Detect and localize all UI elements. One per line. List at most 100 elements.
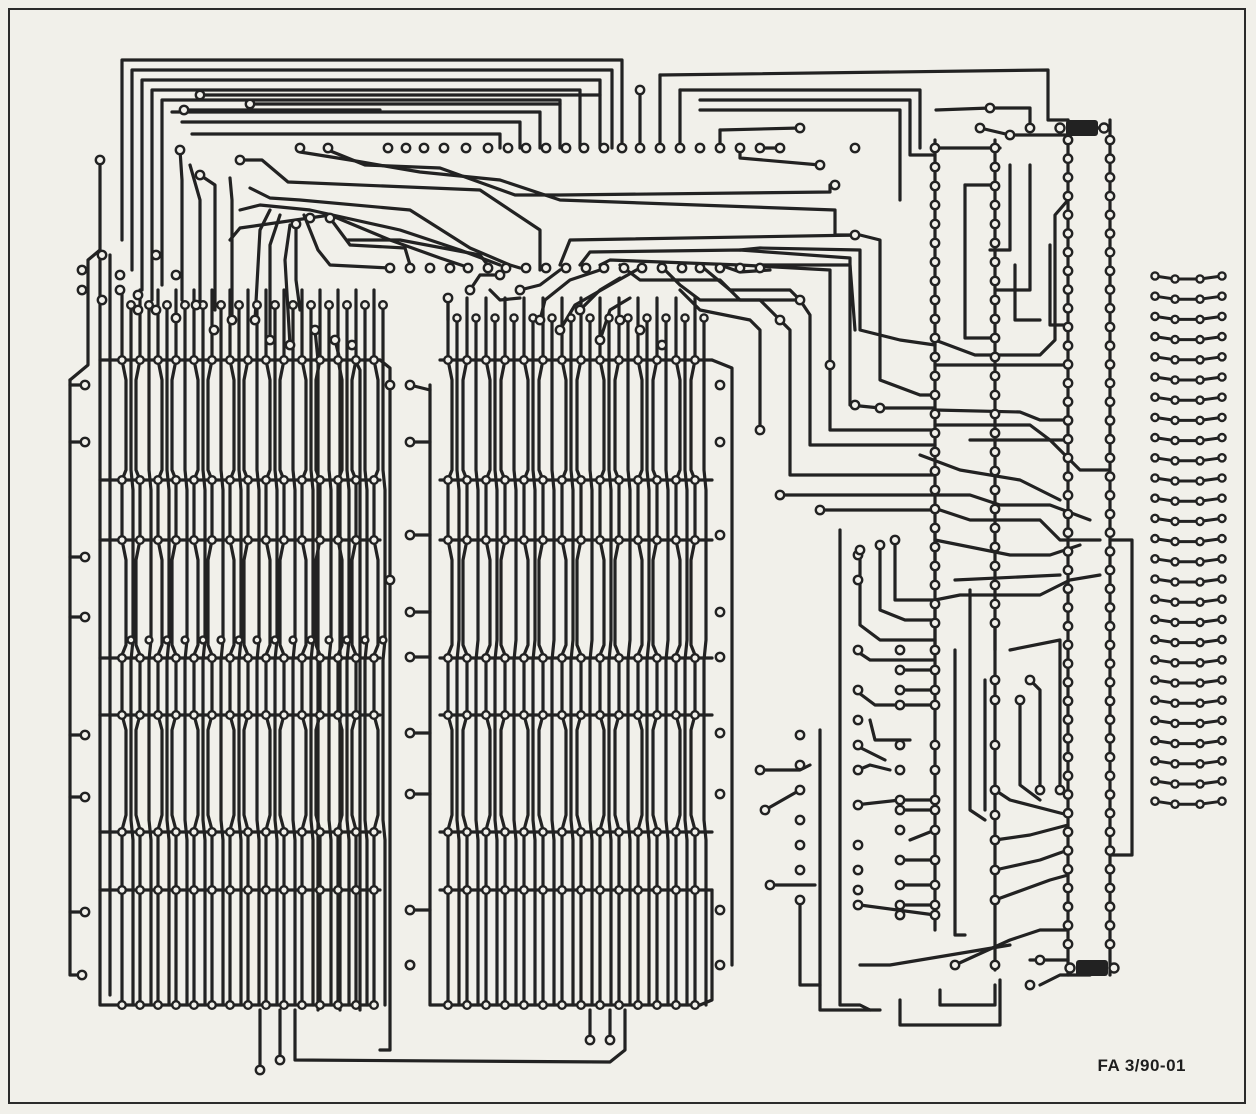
- pad-558: [1195, 334, 1205, 345]
- pad-212: [378, 635, 388, 645]
- pad-21: [694, 142, 706, 154]
- pad-427: [989, 351, 1001, 363]
- pad-499: [1104, 527, 1116, 539]
- trace-134: [683, 316, 689, 1007]
- trace-122: [569, 316, 575, 1007]
- pad-402: [584, 1034, 596, 1046]
- pad-590: [1195, 496, 1205, 507]
- pad-568: [1150, 392, 1160, 403]
- pad-287: [538, 355, 549, 366]
- pad-114: [206, 475, 217, 486]
- pad-350: [671, 355, 682, 366]
- pad-331: [623, 313, 633, 323]
- pad-182: [324, 635, 334, 645]
- pad-316: [595, 535, 606, 546]
- pad-560: [1150, 351, 1160, 362]
- pad-457: [1104, 134, 1116, 146]
- pad-211: [378, 300, 389, 311]
- pad-625: [1170, 678, 1180, 688]
- trace-35: [253, 208, 272, 322]
- trace-38: [178, 148, 184, 302]
- pad-44: [482, 262, 494, 274]
- pad-637: [1170, 738, 1180, 749]
- pad-89: [152, 885, 163, 896]
- pad-277: [509, 313, 519, 323]
- pad-389: [404, 727, 416, 739]
- pad-501: [1104, 546, 1116, 557]
- mounting-pad-hole: [1054, 122, 1066, 134]
- pad-56: [714, 262, 726, 274]
- pad-106: [188, 653, 199, 664]
- trace-182: [933, 538, 1082, 557]
- pad-466: [1062, 228, 1074, 239]
- pad-704: [989, 694, 1001, 706]
- pad-254: [462, 653, 473, 664]
- pad-33: [974, 122, 986, 134]
- pad-465: [1104, 209, 1116, 221]
- pad-644: [1150, 776, 1160, 786]
- pad-289: [538, 535, 549, 546]
- pad-642: [1195, 759, 1205, 769]
- pad-577: [1170, 435, 1180, 446]
- pad-370: [494, 269, 506, 281]
- pad-342: [652, 475, 663, 486]
- pad-697: [794, 839, 806, 851]
- pad-134: [242, 475, 253, 486]
- solder-pads: [76, 84, 1227, 1076]
- pad-579: [1217, 432, 1227, 443]
- pad-233: [79, 436, 91, 448]
- pad-3: [294, 142, 306, 154]
- pad-649: [1170, 799, 1180, 810]
- pad-691: [889, 534, 901, 546]
- pad-122: [216, 635, 226, 645]
- pad-384: [714, 529, 726, 541]
- trace-52: [488, 288, 522, 302]
- trace-113: [484, 296, 492, 1007]
- trace-200: [1153, 476, 1224, 483]
- pad-362: [690, 653, 701, 664]
- trace-190: [1153, 274, 1224, 281]
- pad-418: [929, 275, 941, 287]
- pad-498: [1062, 527, 1074, 539]
- pad-562: [1195, 354, 1205, 365]
- pad-303: [557, 1000, 568, 1011]
- trace-118: [531, 316, 537, 1007]
- pad-46: [520, 262, 532, 274]
- pad-633: [1170, 718, 1180, 729]
- pad-648: [1150, 796, 1160, 807]
- pad-430: [929, 389, 941, 401]
- trace-136: [702, 316, 708, 1007]
- pad-622: [1195, 658, 1205, 668]
- pad-40: [384, 262, 396, 274]
- trace-180: [778, 493, 1092, 522]
- pad-363: [690, 710, 701, 721]
- pad-432: [929, 408, 941, 420]
- pad-197: [351, 710, 362, 721]
- pad-136: [242, 653, 253, 664]
- trace-32: [302, 213, 392, 270]
- pad-408: [929, 180, 941, 192]
- pad-1: [178, 104, 190, 116]
- pad-379: [404, 379, 416, 391]
- trace-225: [868, 718, 912, 742]
- pad-158: [279, 827, 290, 838]
- pad-514: [1062, 676, 1074, 688]
- pad-10: [482, 142, 494, 154]
- trace-115: [499, 296, 507, 1007]
- pad-361: [690, 535, 701, 546]
- pad-183: [333, 355, 344, 366]
- pad-195: [351, 535, 362, 546]
- pad-517: [1104, 695, 1116, 707]
- pad-266: [481, 885, 492, 896]
- trace-217: [838, 528, 872, 1012]
- pad-28: [849, 142, 861, 154]
- pad-168: [297, 827, 308, 838]
- pad-599: [1217, 533, 1227, 544]
- pad-506: [1062, 602, 1074, 613]
- pad-356: [671, 885, 682, 896]
- pad-547: [1217, 271, 1227, 281]
- pad-495: [1104, 489, 1116, 501]
- trace-132: [664, 316, 670, 1007]
- pad-240: [76, 264, 88, 276]
- pad-364: [690, 827, 701, 838]
